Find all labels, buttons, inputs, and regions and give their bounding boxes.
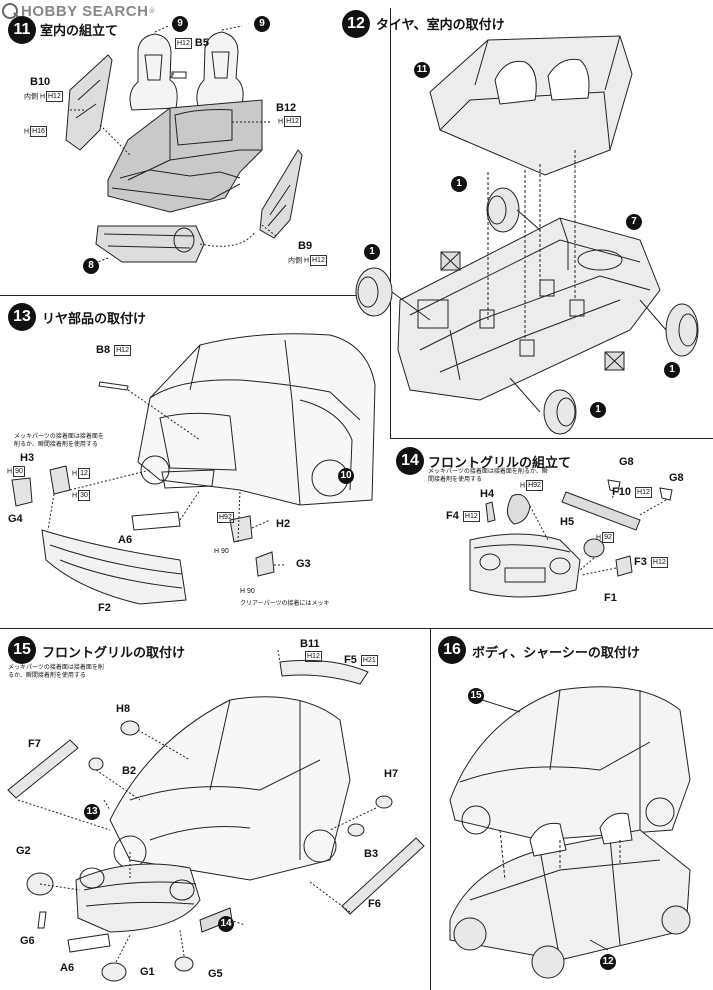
- part-g8-label: G8: [619, 456, 634, 468]
- part-f1-label: F1: [604, 592, 617, 604]
- divider: [430, 628, 431, 990]
- step-title-11: 室内の組立て: [40, 24, 119, 39]
- plating-note: メッキパーツの接着面は接着面を削るか、瞬間接着剤を使用する: [8, 665, 104, 679]
- part-g2-label: G2: [16, 845, 31, 857]
- hobby-search-watermark: HOBBY SEARCH®: [2, 2, 155, 20]
- part-ref-9: 9: [254, 16, 270, 32]
- step-title-12: タイヤ、室内の取付け: [376, 18, 505, 33]
- part-b11-label: B11: [300, 638, 320, 650]
- part-g8-label: G8: [669, 472, 684, 484]
- part-ref-1: 1: [364, 244, 380, 260]
- part-ref-13: 13: [84, 804, 100, 820]
- clear-note: クリアーパーツの接着にはメッキ: [240, 601, 330, 607]
- part-ref-9: 9: [172, 16, 188, 32]
- step-number-11: 11: [8, 16, 36, 44]
- part-b5-label: H12 B5: [175, 37, 209, 49]
- divider: [390, 438, 713, 439]
- part-f7-label: F7: [28, 738, 41, 750]
- part-g3-label: G3: [296, 558, 311, 570]
- step-number-15: 15: [8, 636, 36, 664]
- part-h3-label: H3: [20, 452, 35, 464]
- watermark-text: HOBBY SEARCH: [21, 2, 149, 20]
- step-number-16: 16: [438, 636, 466, 664]
- step-number-13: 13: [8, 303, 36, 331]
- part-ref-1: 1: [664, 362, 680, 378]
- part-ref-1: 1: [590, 402, 606, 418]
- step-title-13: リヤ部品の取付け: [42, 312, 147, 327]
- part-ref-8: 8: [83, 258, 99, 274]
- part-g5-label: G5: [208, 968, 223, 980]
- part-f6-label: F6: [368, 898, 381, 910]
- part-f2-label: F2: [98, 602, 111, 614]
- part-h4-label: H4: [480, 488, 495, 500]
- divider: [0, 628, 713, 629]
- step-title-16: ボディ、シャーシーの取付け: [472, 646, 640, 661]
- part-b2-label: B2: [122, 765, 137, 777]
- paint-code: H92: [217, 512, 234, 523]
- step-title-15: フロントグリルの取付け: [42, 646, 186, 661]
- divider: [390, 8, 391, 438]
- part-ref-15: 15: [468, 688, 484, 704]
- plating-note: メッキパーツの接着面は接着面を削るか、瞬間接着剤を使用する: [14, 434, 104, 448]
- part-a6-label: A6: [60, 962, 75, 974]
- step-number-12: 12: [342, 10, 370, 38]
- part-ref-11: 11: [414, 62, 430, 78]
- part-b12-label: B12: [276, 102, 297, 114]
- part-a6-label: A6: [118, 534, 133, 546]
- part-f5-label: F5 H21: [344, 654, 378, 666]
- part-f3-label: F3 H12: [634, 556, 668, 568]
- part-g6-label: G6: [20, 935, 35, 947]
- part-b9-label: B9: [298, 240, 313, 252]
- divider: [0, 295, 390, 296]
- part-g1-label: G1: [140, 966, 155, 978]
- magnifier-icon: [2, 3, 18, 19]
- step-title-14: フロントグリルの組立て: [428, 456, 572, 471]
- part-b3-label: B3: [364, 848, 379, 860]
- plating-note: メッキパーツの接着面は接着面を削るか、瞬間接着剤を使用する: [428, 469, 548, 483]
- part-ref-12: 12: [600, 954, 616, 970]
- part-h5-label: H5: [560, 516, 575, 528]
- part-h7-label: H7: [384, 768, 399, 780]
- paint-code: H 90: [214, 548, 229, 555]
- part-ref-10: 10: [338, 468, 354, 484]
- step-number-14: 14: [396, 447, 424, 475]
- part-ref-1: 1: [451, 176, 467, 192]
- part-f10-label: F10 H12: [612, 486, 652, 498]
- part-b8-label: B8 H12: [96, 344, 131, 356]
- part-f4-label: F4 H12: [446, 510, 480, 522]
- part-b10-label: B10: [30, 76, 51, 88]
- part-h2-label: H2: [276, 518, 291, 530]
- part-g4-label: G4: [8, 513, 23, 525]
- part-h8-label: H8: [116, 703, 131, 715]
- paint-code: H 90: [240, 588, 255, 595]
- part-ref-14: 14: [218, 916, 234, 932]
- part-ref-7: 7: [626, 214, 642, 230]
- paint-code: H12: [305, 651, 322, 662]
